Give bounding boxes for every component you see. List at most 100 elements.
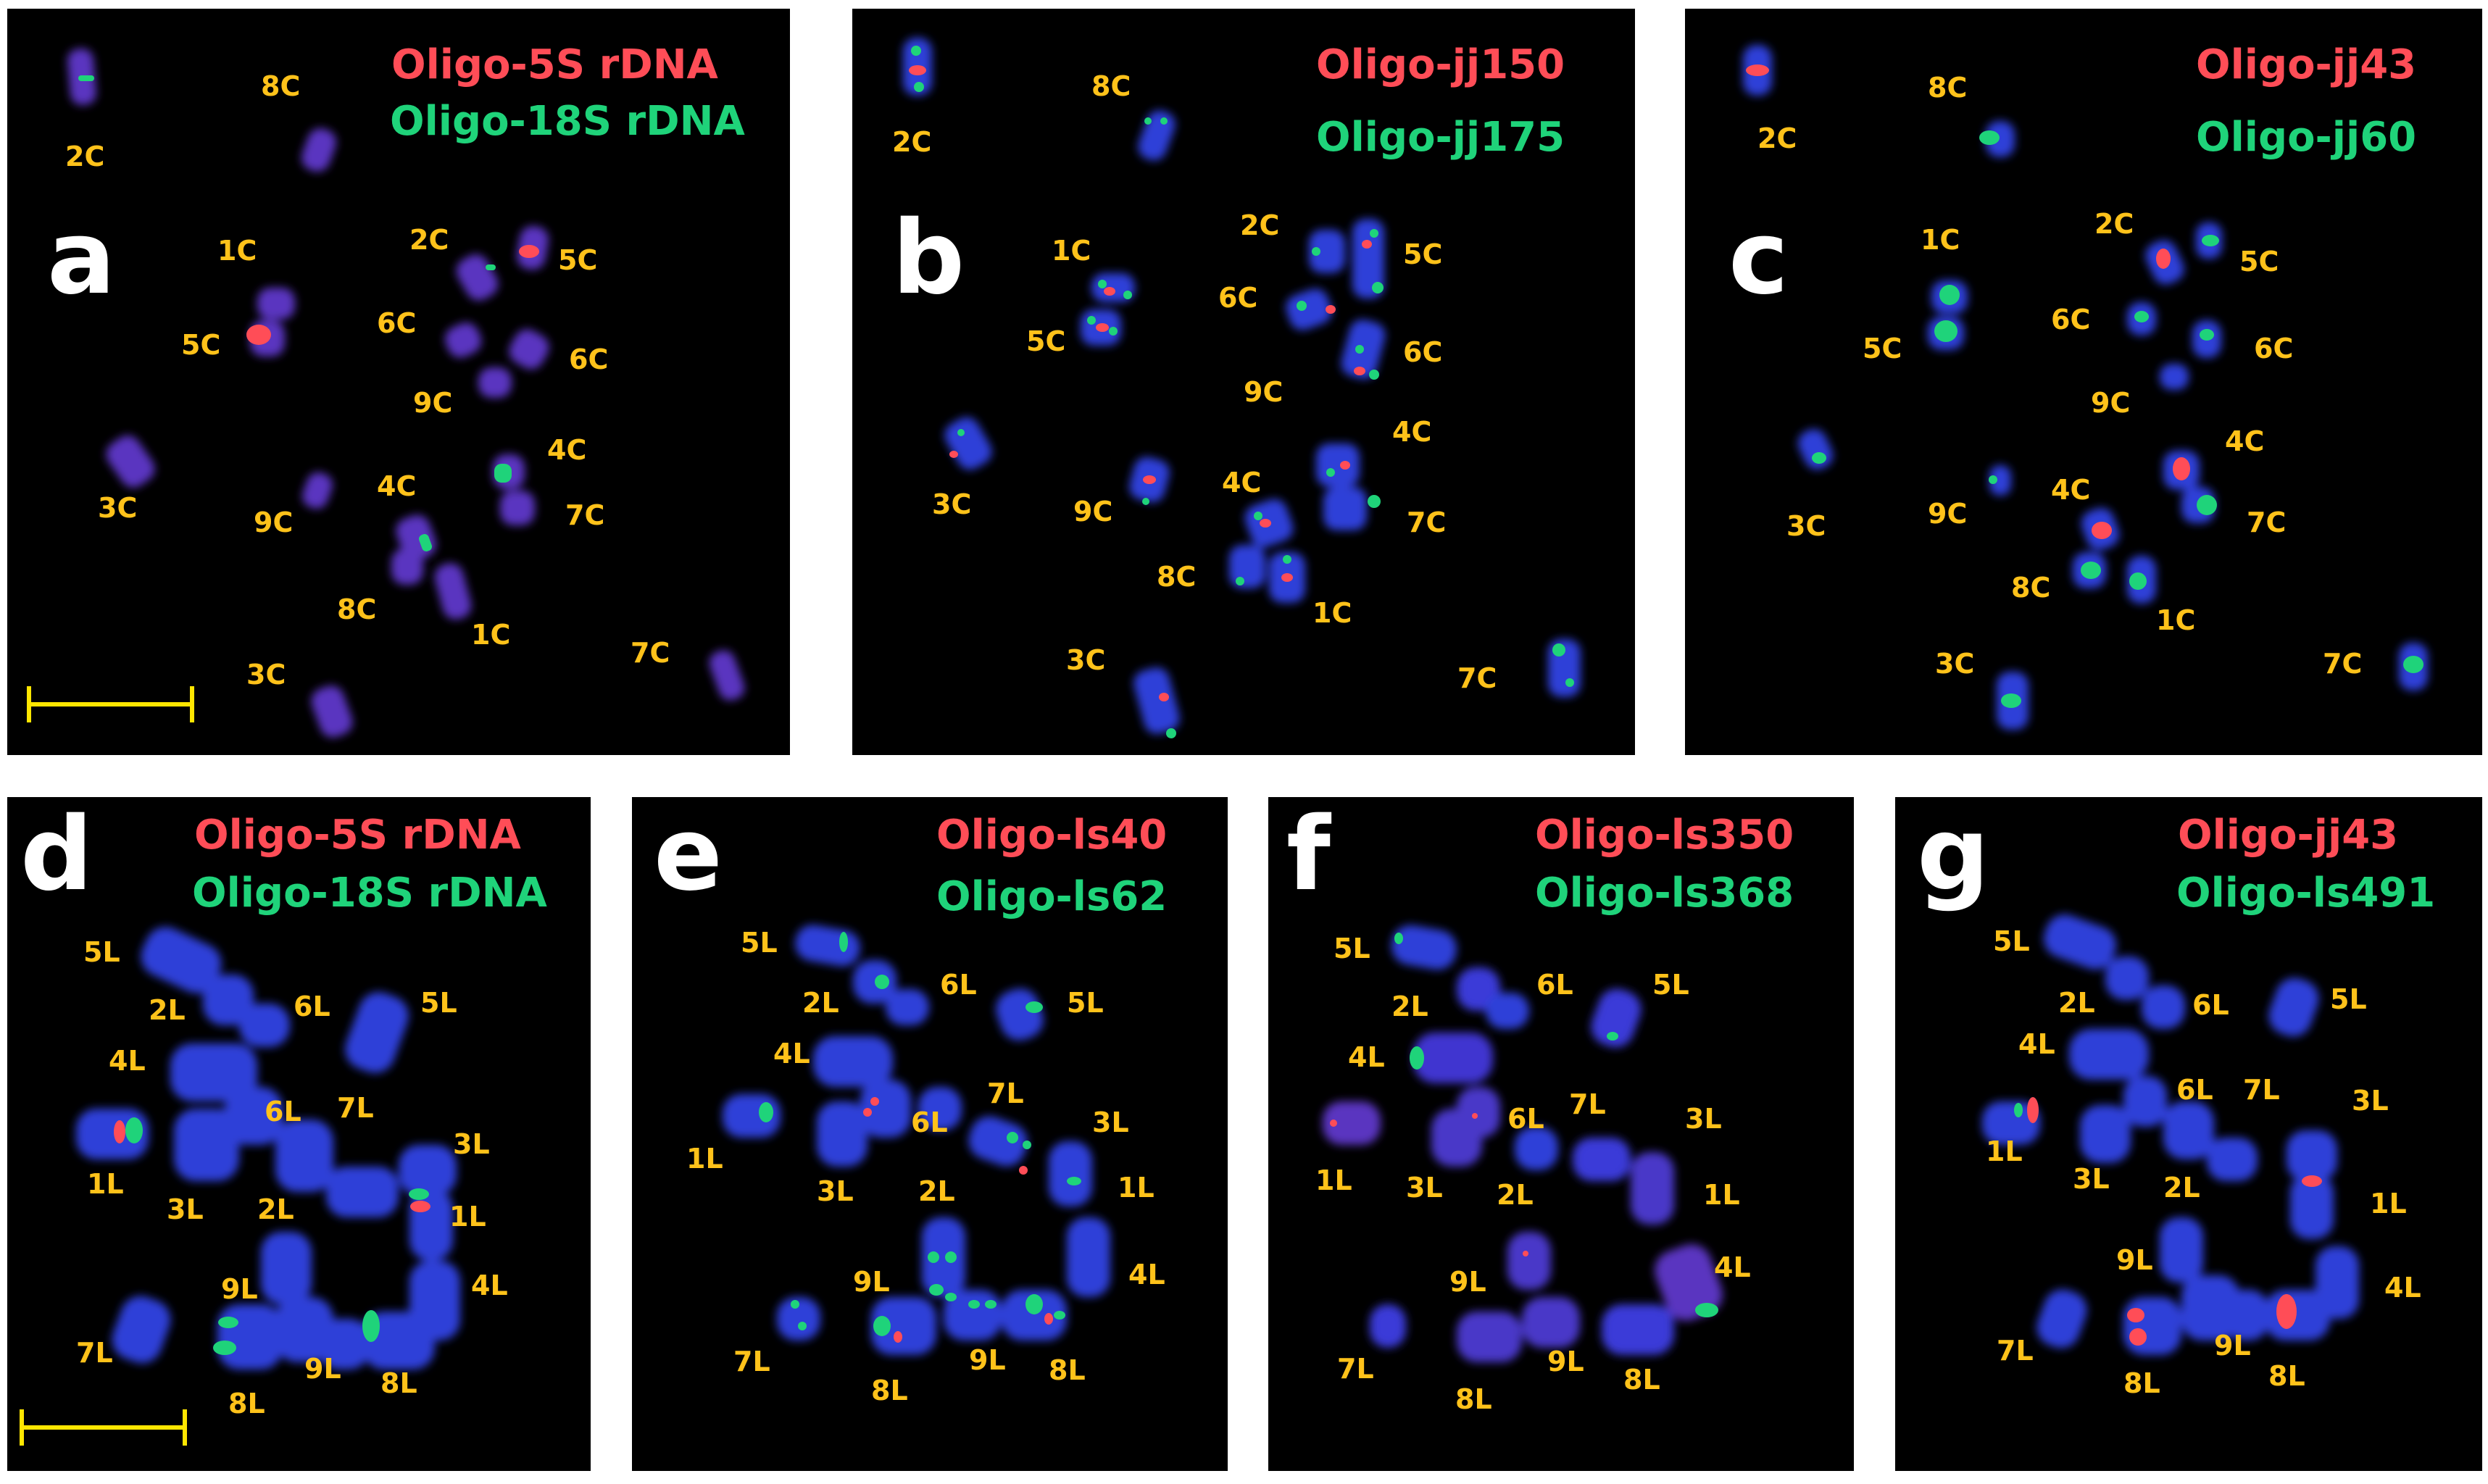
chromosome-label: 5L: [1067, 987, 1104, 1019]
chromosome-label: 3L: [167, 1193, 204, 1225]
chromosome-label: 3C: [1066, 644, 1106, 676]
green-probe-label: Oligo-18S rDNA: [390, 98, 745, 145]
chromosome-label: 7L: [987, 1077, 1024, 1109]
green-probe-label: Oligo-ls62: [936, 873, 1168, 920]
panel-letter: e: [654, 797, 723, 914]
chromosome-label: 7L: [1337, 1353, 1374, 1385]
scale-bar: [20, 1409, 187, 1446]
panel-d: d Oligo-5S rDNA Oligo-18S rDNA 5L 2L 6L …: [7, 797, 591, 1471]
chromosome-label: 4L: [773, 1038, 810, 1070]
chromosome-label: 6L: [911, 1106, 948, 1138]
chromosome-label: 3C: [932, 488, 972, 520]
red-probe-label: Oligo-5S rDNA: [391, 41, 718, 88]
chromosome-label: 7C: [1407, 507, 1447, 538]
panel-e: e Oligo-ls40 Oligo-ls62 5L 6L 2L 5L 4L 7…: [632, 797, 1228, 1471]
chromosome-label: 9L: [304, 1353, 341, 1385]
chromosome-label: 3C: [98, 492, 138, 524]
red-probe-label: Oligo-jj43: [2178, 812, 2399, 859]
chromosome-label: 9C: [413, 387, 453, 419]
chromosome-label: 4L: [1714, 1251, 1751, 1283]
chromosome-label: 7L: [2243, 1074, 2280, 1106]
red-probe-label: Oligo-jj150: [1316, 41, 1565, 88]
chromosome-label: 1L: [87, 1168, 124, 1200]
chromosome-label: 2L: [149, 994, 186, 1026]
red-probe-label: Oligo-ls40: [936, 812, 1168, 859]
chromosome-label: 9L: [2116, 1244, 2153, 1276]
chromosome-label: 4C: [2225, 425, 2265, 457]
chromosome-label: 7L: [733, 1346, 770, 1377]
chromosome-label: 5C: [2239, 246, 2279, 278]
chromosome-label: 1C: [2156, 604, 2196, 636]
chromosome-label: 9C: [1073, 496, 1113, 528]
chromosome-label: 6L: [940, 969, 977, 1001]
chromosome-label: 3L: [2073, 1163, 2110, 1195]
chromosome-label: 2C: [65, 141, 105, 172]
chromosome-label: 2C: [892, 126, 932, 158]
chromosome-label: 3L: [2352, 1085, 2389, 1117]
chromosome-label: 2C: [1240, 209, 1280, 241]
chromosome-label: 2L: [1391, 991, 1428, 1022]
fish-image-b: [903, 38, 1581, 738]
panel-letter: d: [20, 797, 93, 914]
chromosome-label: 6L: [265, 1096, 301, 1127]
chromosome-label: 3L: [1092, 1106, 1129, 1138]
chromosome-label: 4C: [547, 434, 587, 466]
green-probe-label: Oligo-18S rDNA: [192, 870, 547, 917]
green-probe-label: Oligo-ls368: [1535, 870, 1794, 917]
chromosome-label: 9C: [1244, 376, 1283, 408]
chromosome-label: 7L: [76, 1337, 113, 1369]
chromosome-label: 7C: [631, 637, 670, 669]
chromosome-label: 8L: [1623, 1364, 1660, 1396]
chromosome-label: 2L: [257, 1193, 294, 1225]
chromosome-label: 2L: [918, 1175, 955, 1207]
chromosome-label: 5L: [1334, 933, 1370, 964]
chromosome-label: 5C: [1026, 325, 1066, 357]
chromosome-label: 9L: [853, 1266, 890, 1298]
chromosome-label: 1C: [217, 235, 257, 267]
chromosome-label: 5C: [181, 329, 221, 361]
chromosome-label: 1L: [2370, 1188, 2407, 1220]
fish-image-f: [1323, 925, 1723, 1362]
chromosome-label: 2C: [1757, 122, 1797, 154]
chromosome-label: 6L: [2176, 1074, 2213, 1106]
chromosome-label: 5L: [1993, 925, 2030, 957]
chromosome-label: 2L: [2163, 1172, 2200, 1204]
panel-a: a Oligo-5S rDNA Oligo-18S rDNA 2C 8C 1C …: [7, 9, 790, 755]
panel-c: c Oligo-jj43 Oligo-jj60 2C 8C 1C 2C 5C 6…: [1685, 9, 2482, 755]
panel-g: g Oligo-jj43 Oligo-ls491 5L 2L 6L 5L 4L …: [1895, 797, 2482, 1471]
chromosome-label: 6L: [1507, 1103, 1544, 1135]
chromosome-label: 9L: [2214, 1330, 2251, 1362]
panel-letter: g: [1917, 797, 1990, 914]
chromosome-label: 7C: [1457, 662, 1497, 694]
chromosome-label: 3C: [246, 659, 286, 691]
chromosome-label: 4C: [377, 470, 417, 502]
chromosome-label: 6C: [377, 307, 417, 339]
panel-letter: c: [1728, 199, 1789, 317]
red-probe-label: Oligo-jj43: [2196, 41, 2417, 88]
chromosome-label: 4L: [109, 1045, 146, 1077]
chromosome-label: 5C: [1403, 238, 1443, 270]
chromosome-label: 1L: [1118, 1172, 1154, 1204]
chromosome-label: 5L: [83, 936, 120, 968]
fish-image-g: [1982, 914, 2359, 1355]
chromosome-label: 1C: [471, 619, 511, 651]
chromosome-label: 8C: [1157, 561, 1197, 593]
chromosome-label: 7L: [337, 1092, 374, 1124]
chromosome-label: 1C: [1921, 224, 1960, 256]
panel-letter: b: [892, 199, 965, 317]
chromosome-label: 3C: [1935, 648, 1975, 680]
chromosome-label: 2C: [2094, 208, 2134, 240]
fish-image-d: [76, 927, 460, 1370]
chromosome-label: 6L: [1536, 969, 1573, 1001]
green-probe-label: Oligo-jj175: [1316, 114, 1565, 161]
chromosome-label: 8C: [2011, 572, 2051, 604]
chromosome-label: 5C: [1863, 333, 1902, 364]
chromosome-label: 4L: [1348, 1041, 1385, 1073]
panel-f: f Oligo-ls350 Oligo-ls368 5L 2L 6L 5L 4L…: [1268, 797, 1854, 1471]
chromosome-label: 4C: [2051, 474, 2091, 506]
chromosome-label: 2L: [2058, 987, 2095, 1019]
chromosome-label: 8L: [2268, 1360, 2305, 1392]
chromosome-label: 9C: [254, 507, 294, 538]
panel-b: b Oligo-jj150 Oligo-jj175 2C 8C 2C 5C 1C…: [852, 9, 1635, 755]
chromosome-label: 7C: [2323, 648, 2363, 680]
